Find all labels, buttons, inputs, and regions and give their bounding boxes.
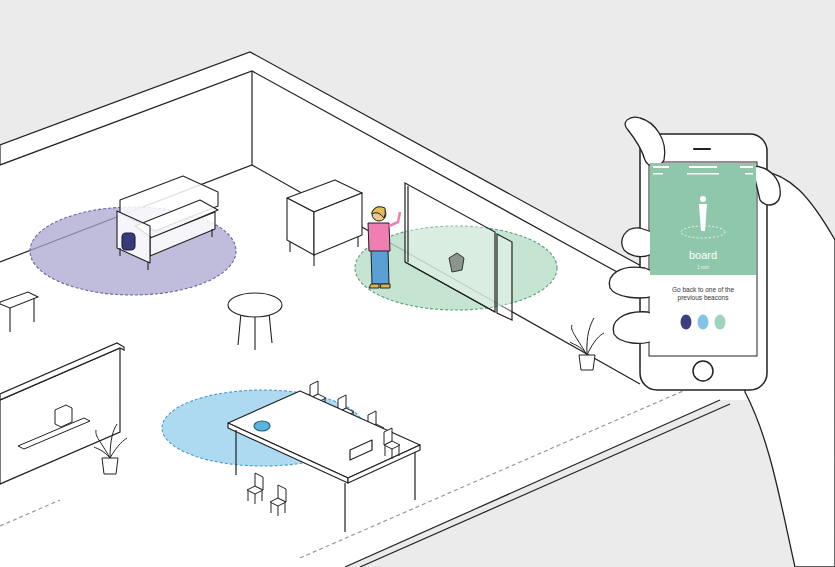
partition-wall — [55, 405, 72, 427]
person — [368, 207, 400, 288]
chairs-front-row — [247, 473, 263, 504]
person-icon — [681, 226, 725, 238]
node-heading: Go back to one of the previous beacons — [661, 286, 745, 302]
plant — [570, 318, 604, 370]
hand-fingers — [622, 228, 652, 257]
walls — [0, 52, 835, 392]
smartphone — [640, 134, 767, 390]
partition-wall — [0, 343, 124, 400]
chairs-front-row — [384, 428, 400, 459]
walls — [0, 500, 60, 526]
beacon-range-purple — [30, 207, 236, 295]
hand-fingers — [625, 117, 665, 166]
whiteboard — [405, 183, 512, 320]
plant — [579, 355, 595, 370]
smartphone — [640, 134, 767, 390]
walls — [0, 71, 640, 384]
node-heading: board — [650, 249, 756, 262]
sofa — [117, 211, 150, 263]
beacon-icons — [698, 315, 709, 330]
round-table — [238, 313, 272, 350]
whiteboard — [405, 183, 495, 312]
person — [372, 207, 385, 218]
conference-table — [228, 391, 420, 532]
side-desk — [10, 298, 34, 332]
person — [371, 250, 389, 284]
status-bar — [689, 166, 717, 168]
beacon-panel: board 1 min — [650, 163, 756, 275]
person-icon — [700, 196, 706, 202]
conference-table — [350, 440, 372, 460]
sofa — [122, 233, 135, 250]
conference-table — [228, 423, 348, 483]
person — [372, 207, 386, 221]
sofa — [120, 229, 212, 270]
round-table — [228, 293, 282, 317]
walls — [300, 388, 690, 558]
status-bar — [653, 173, 663, 175]
armchair — [314, 193, 362, 255]
partition-wall — [18, 418, 90, 449]
status-bar — [745, 173, 753, 175]
chairs-front-row — [270, 485, 286, 516]
person — [389, 212, 400, 226]
side-desk — [0, 292, 38, 308]
plant — [102, 458, 118, 474]
armchair — [287, 180, 362, 266]
plant — [94, 424, 127, 474]
person-icon — [681, 196, 725, 238]
sofa — [150, 212, 215, 256]
whiteboard — [405, 186, 495, 312]
conference-table — [228, 391, 420, 478]
partition-wall — [0, 343, 124, 484]
side-desk — [0, 292, 38, 332]
person — [369, 284, 390, 288]
armchair — [287, 198, 314, 255]
smartphone — [649, 162, 757, 356]
beacon-icons — [715, 315, 726, 330]
beacon-range-purple — [30, 207, 236, 295]
beacon-icons — [681, 315, 726, 330]
status-bar — [653, 166, 753, 175]
round-table — [228, 293, 282, 350]
phone-screen: Go back to one of the previous beacons bo… — [650, 163, 756, 355]
sofa — [117, 176, 218, 270]
status-bar — [653, 166, 669, 168]
beacon-icons — [681, 315, 692, 330]
whiteboard — [449, 253, 464, 272]
armchair — [290, 237, 358, 266]
hand-fingers — [752, 166, 780, 205]
smartphone — [694, 148, 710, 150]
plant — [94, 424, 127, 458]
walls — [345, 400, 730, 567]
plant — [570, 318, 604, 355]
node-subtext: 1 min — [650, 264, 756, 270]
chairs-front-row — [247, 428, 400, 516]
smartphone — [693, 361, 713, 381]
status-bar — [687, 173, 719, 175]
person-icon — [699, 204, 707, 231]
conference-table — [254, 421, 270, 431]
walls — [0, 52, 835, 567]
status-bar — [740, 166, 753, 168]
hand-fingers — [609, 267, 654, 298]
floor — [0, 52, 835, 567]
person — [368, 223, 390, 251]
whiteboard — [497, 234, 512, 320]
